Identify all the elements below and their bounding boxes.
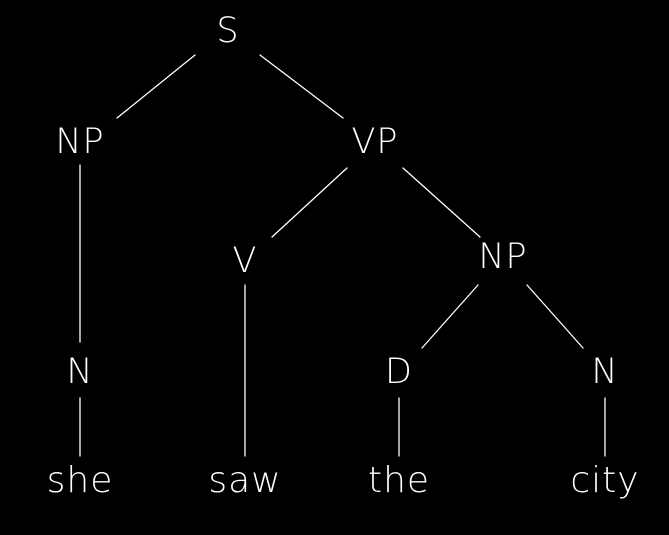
- leaf-city: city: [570, 460, 639, 501]
- edge-S-VP: [259, 54, 344, 119]
- node-D: D: [385, 352, 413, 392]
- edge-VP-V: [271, 167, 348, 238]
- edge-VP-NP2: [402, 167, 481, 238]
- node-N2: N: [591, 352, 618, 392]
- node-NP1: NP: [55, 122, 104, 162]
- leaf-she: she: [47, 460, 114, 501]
- tree-labels: S NP VP V NP N D N she saw the city: [47, 11, 639, 501]
- node-VP: VP: [351, 122, 398, 162]
- edge-S-NP1: [116, 54, 196, 119]
- node-V: V: [233, 241, 258, 281]
- node-NP2: NP: [478, 237, 527, 277]
- node-N1: N: [66, 352, 93, 392]
- edge-NP2-N2: [526, 284, 584, 349]
- tree-edges: [79, 54, 606, 457]
- leaf-the: the: [368, 460, 430, 501]
- edge-NP2-D: [421, 284, 479, 349]
- leaf-saw: saw: [208, 460, 281, 501]
- node-S: S: [216, 11, 239, 51]
